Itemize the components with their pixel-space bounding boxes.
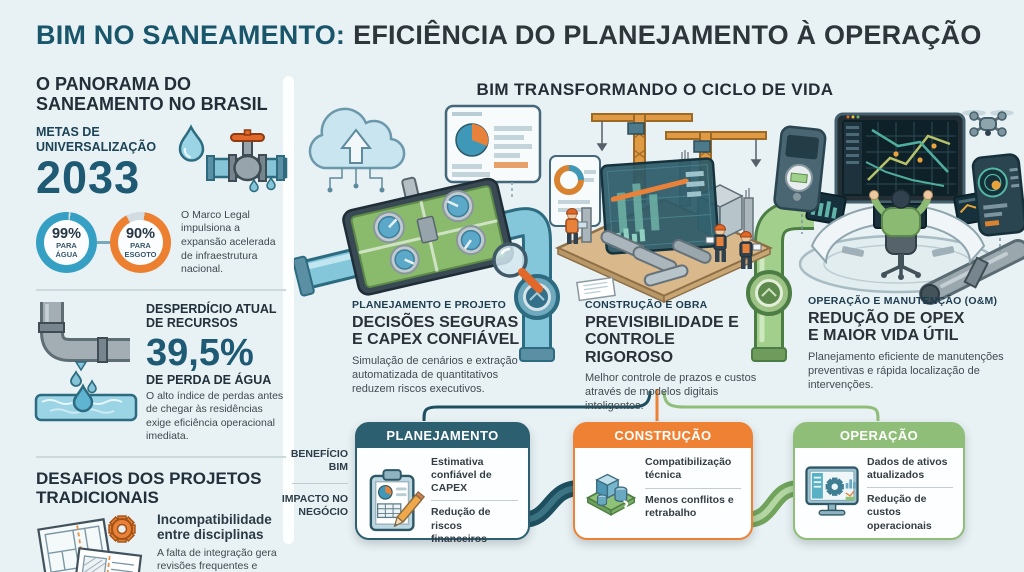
sidebar-panorama: O PANORAMA DO SANEAMENTO NO BRASIL METAS… [34, 74, 288, 572]
box-divider [867, 487, 953, 489]
box-divider [431, 500, 518, 502]
impact-text: Menos conflitos e retrabalho [645, 493, 734, 519]
donut-sewage: 90% PARA ESGOTO [110, 212, 171, 274]
section-divider-bar [283, 76, 294, 544]
matrix-box-construcao: CONSTRUÇÃO Compatibilização técnica Meno… [573, 422, 753, 540]
donut-water-value: 99% [51, 225, 82, 242]
stage-body: Melhor controle de prazos e custos atrav… [585, 371, 757, 413]
operations-illustration [773, 110, 1024, 305]
blueprints-gears-icon [37, 514, 143, 572]
water-drop-faucet-icon [178, 124, 288, 193]
radar-panel [971, 153, 1024, 237]
stage-construcao-obra: CONSTRUÇÃO E OBRA PREVISIBILIDADE E CONT… [585, 299, 770, 414]
asset-monitor-icon [805, 466, 859, 516]
kpi-card [549, 155, 601, 227]
stacked-pipes [600, 230, 712, 287]
benefit-text: Estimativa confiável de CAPEX [431, 456, 492, 495]
construction-illustration [549, 113, 774, 304]
sidebar-heading: O PANORAMA DO SANEAMENTO NO BRASIL [36, 74, 268, 115]
donut-water: 99% PARA ÁGUA [36, 212, 97, 274]
waste-value: 39,5% [146, 331, 254, 374]
challenges-section: DESAFIOS DOS PROJETOS TRADICIONAIS [36, 469, 286, 572]
donut-sewage-label: PARA ESGOTO [124, 241, 157, 259]
matrix-row-labels: BENEFÍCIO BIM IMPACTO NO NEGÓCIO [278, 448, 348, 520]
matrix-box-header: CONSTRUÇÃO [575, 424, 751, 448]
dashboard-card [444, 104, 542, 198]
drone-icon [962, 110, 1014, 137]
stage-body: Planejamento eficiente de manutenções pr… [808, 350, 1004, 392]
challenges-heading: DESAFIOS DOS PROJETOS TRADICIONAIS [36, 468, 262, 507]
benefit-text: Compatibilização técnica [645, 456, 732, 482]
worker-mid [705, 224, 727, 262]
donut-sewage-ring [110, 212, 171, 274]
page-title-highlight: BIM NO SANEAMENTO: [36, 20, 346, 50]
worker-left [565, 208, 588, 244]
donut-connector [97, 241, 110, 245]
challenges-texts: Incompatibilidade entre disciplinas A fa… [157, 512, 286, 572]
stage-eyebrow: OPERAÇÃO E MANUTENÇÃO (O&M) [808, 295, 998, 307]
impact-text: Redução de custos operacionais [867, 493, 932, 532]
operator-figure [869, 189, 933, 280]
capex-clipboard-icon [369, 469, 426, 532]
donut-water-label: PARA ÁGUA [55, 241, 78, 259]
waste-section: DESPERDÍCIO ATUAL DE RECURSOS 39,5% DE P… [34, 302, 286, 444]
console-desk [810, 204, 986, 265]
matrix-box-operacao: OPERAÇÃO [793, 422, 965, 540]
main-heading: BIM TRANSFORMANDO O CICLO DE VIDA [476, 80, 834, 99]
worker-right [739, 231, 762, 269]
goals-year: 2033 [36, 152, 141, 204]
drawing-sheet [576, 276, 616, 302]
gray-pipe [919, 239, 1024, 305]
isometric-plant-icon [585, 473, 637, 517]
matrix-box-header: OPERAÇÃO [795, 424, 963, 448]
leaking-pipe-icon [34, 302, 138, 422]
stage-operacao-manutencao: OPERAÇÃO E MANUTENÇÃO (O&M) REDUÇÃO DE O… [808, 295, 1008, 392]
page-title: BIM NO SANEAMENTO:EFICIÊNCIA DO PLANEJAM… [36, 20, 982, 51]
row-label-impacto-negocio: IMPACTO NO NEGÓCIO [281, 493, 348, 519]
waste-sublabel: DE PERDA DE ÁGUA [146, 372, 272, 387]
stage-body: Simulação de cenários e extração automat… [352, 354, 518, 396]
stage-eyebrow: CONSTRUÇÃO E OBRA [585, 299, 708, 311]
planning-illustration [308, 104, 543, 296]
matrix-box-planejamento: PLANEJAMENTO Estimativa [355, 422, 530, 545]
goals-donuts-row: 99% PARA ÁGUA 90% PARA ESGOTO O Marco Le… [36, 209, 286, 277]
waste-note: O alto índice de perdas antes de chegar … [146, 389, 284, 443]
sidebar-divider-2 [36, 455, 286, 458]
row-label-beneficio-bim: BENEFÍCIO BIM [290, 448, 348, 474]
sidebar-divider-1 [36, 289, 286, 292]
challenges-note: A falta de integração gera revisões freq… [157, 546, 277, 572]
page-title-rest: EFICIÊNCIA DO PLANEJAMENTO À OPERAÇÃO [353, 20, 982, 50]
impact-text: Redução de riscos financeiros [431, 506, 491, 545]
magnifier-icon [492, 242, 543, 293]
goals-label: METAS DE UNIVERSALIZAÇÃO [36, 125, 157, 154]
gear-orange [108, 514, 136, 543]
gis-map-screen [834, 112, 966, 212]
stage-planejamento-projeto: PLANEJAMENTO E PROJETO DECISÕES SEGURAS … [352, 299, 537, 396]
row-label-divider [292, 483, 348, 485]
smart-meter-panel [773, 125, 827, 213]
stage-title: REDUÇÃO DE OPEX E MAIOR VIDA ÚTIL [808, 310, 965, 345]
donut-sewage-value: 90% [125, 225, 156, 242]
donut-water-ring [36, 212, 97, 274]
box-divider [645, 487, 741, 489]
goals-note: O Marco Legal impulsiona a expansão acel… [181, 208, 276, 276]
stage-eyebrow: PLANEJAMENTO E PROJETO [352, 299, 506, 311]
stage-title: DECISÕES SEGURAS E CAPEX CONFIÁVEL [352, 314, 520, 349]
waste-texts: DESPERDÍCIO ATUAL DE RECURSOS 39,5% DE P… [146, 302, 286, 444]
cloud-upload-icon [308, 107, 406, 193]
universalization-goals-section: METAS DE UNIVERSALIZAÇÃO 2033 [36, 124, 288, 277]
challenges-subheading: Incompatibilidade entre disciplinas [157, 511, 272, 543]
benefit-text: Dados de ativos atualizados [867, 456, 948, 482]
tablet-treatment-plant [342, 176, 515, 296]
bim-model-screen [600, 157, 720, 255]
stage-title: PREVISIBILIDADE E CONTROLE RIGOROSO [585, 314, 739, 366]
waste-label: DESPERDÍCIO ATUAL DE RECURSOS [146, 302, 277, 331]
matrix-box-header: PLANEJAMENTO [357, 424, 528, 448]
